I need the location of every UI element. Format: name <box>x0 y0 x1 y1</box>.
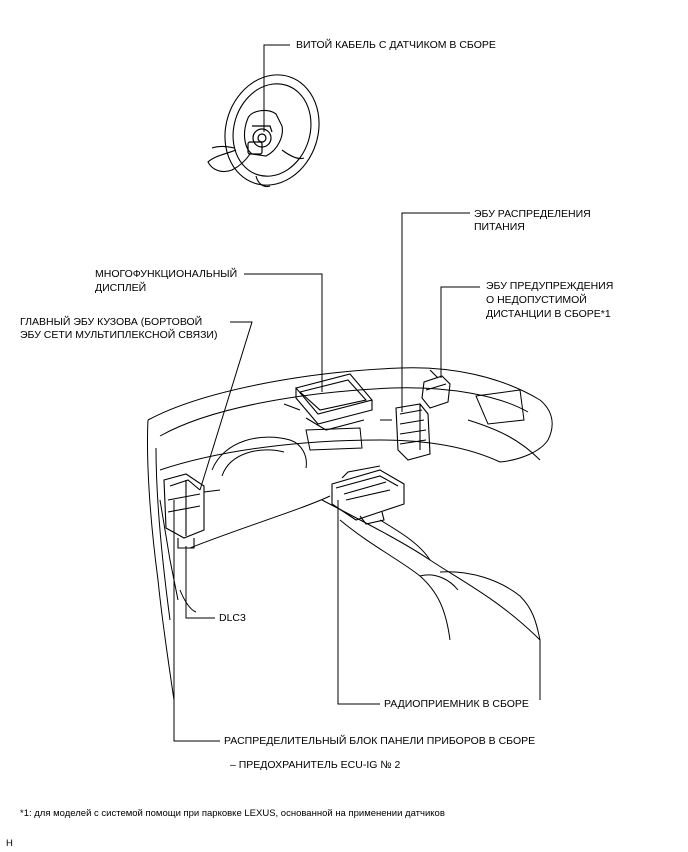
multifunction-display-drawing <box>283 373 373 431</box>
leader-lines <box>173 44 480 742</box>
main-body-ecu-drawing <box>163 473 221 549</box>
label-power-distribution-ecu-line2: ПИТАНИЯ <box>474 221 525 233</box>
power-distribution-ecu-drawing <box>395 403 431 461</box>
label-clearance-warning-ecu-line1: ЭБУ ПРЕДУПРЕЖДЕНИЯ <box>486 280 614 292</box>
label-radio-receiver: РАДИОПРИЕМНИК В СБОРЕ <box>384 698 529 710</box>
label-junction-block: РАСПРЕДЕЛИТЕЛЬНЫЙ БЛОК ПАНЕЛИ ПРИБОРОВ В… <box>224 735 536 747</box>
clearance-warning-ecu-drawing <box>421 369 451 409</box>
label-dlc3: DLC3 <box>219 612 246 624</box>
label-spiral-cable: ВИТОЙ КАБЕЛЬ С ДАТЧИКОМ В СБОРЕ <box>296 39 496 51</box>
label-clearance-warning-ecu-line2: О НЕДОПУСТИМОЙ <box>486 294 587 306</box>
spiral-cable-drawing <box>247 125 273 155</box>
corner-mark: H <box>6 838 13 849</box>
footnote: *1: для моделей с системой помощи при па… <box>20 808 445 819</box>
label-main-body-ecu-line2: ЭБУ СЕТИ МУЛЬТИПЛЕКСНОЙ СВЯЗИ) <box>20 329 218 341</box>
label-power-distribution-ecu-line1: ЭБУ РАСПРЕДЕЛЕНИЯ <box>474 208 591 220</box>
label-clearance-warning-ecu-line3: ДИСТАНЦИИ В СБОРЕ*1 <box>486 308 611 320</box>
label-multifunction-display-line1: МНОГОФУНКЦИОНАЛЬНЫЙ <box>95 268 238 280</box>
dashboard-drawing <box>146 367 553 701</box>
radio-receiver-drawing <box>331 465 405 525</box>
label-multifunction-display-line2: ДИСПЛЕЙ <box>95 282 147 294</box>
label-fuse: – ПРЕДОХРАНИТЕЛЬ ECU-IG № 2 <box>230 759 401 771</box>
steering-wheel-drawing <box>207 74 320 188</box>
label-main-body-ecu-line1: ГЛАВНЫЙ ЭБУ КУЗОВА (БОРТОВОЙ <box>20 316 203 328</box>
